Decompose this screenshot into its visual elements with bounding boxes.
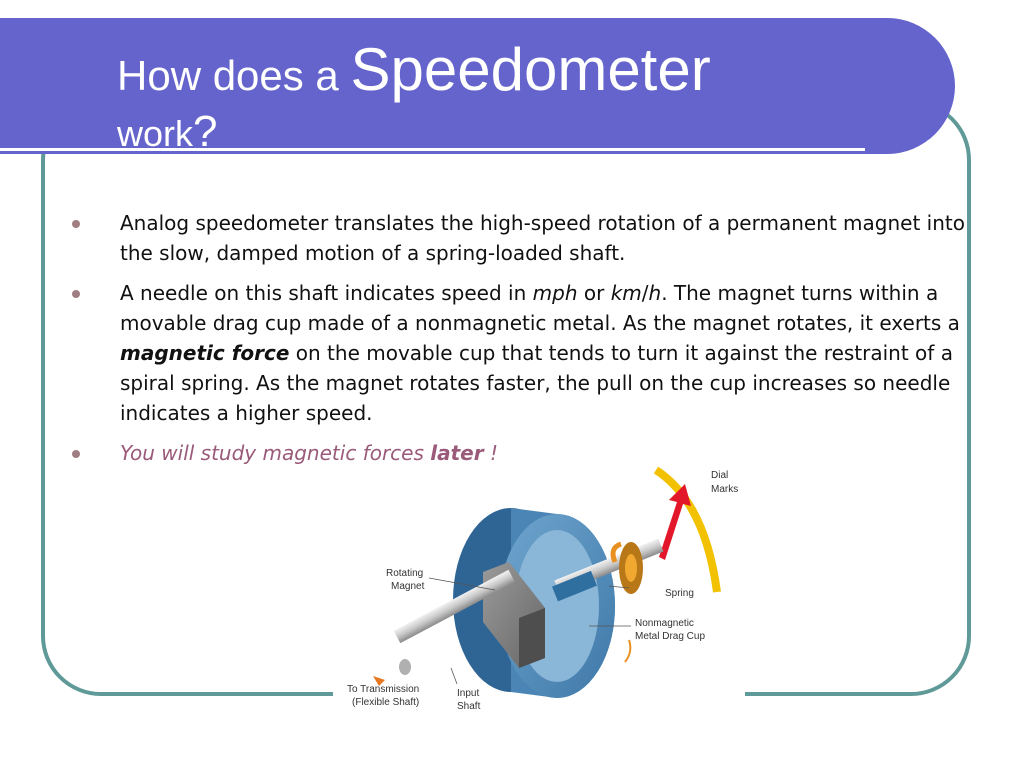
bullet-list: Analog speedometer translates the high-s… xyxy=(70,208,970,478)
input-shaft-label-1: Input xyxy=(457,688,479,699)
transmission-arrow-icon xyxy=(373,676,385,686)
dial-marks-arc xyxy=(653,466,721,593)
spring-leader-line xyxy=(608,585,630,589)
bullet-text-a: You will study magnetic forces xyxy=(120,441,431,465)
title-line-2: work? xyxy=(117,110,218,154)
input-shaft-end xyxy=(399,659,411,675)
speedometer-diagram: Dial Marks Rotating Magnet Spring Nonmag… xyxy=(333,462,745,716)
bullet-text-i: on the movable cup that tends to turn it… xyxy=(120,341,953,425)
title-line-1: How does a Speedometer xyxy=(117,40,711,100)
dial-marks-label-1: Dial xyxy=(711,470,728,481)
spring-label: Spring xyxy=(665,588,694,599)
bullet-text-c: ! xyxy=(483,441,498,465)
drag-cup-label-2: Metal Drag Cup xyxy=(635,631,705,642)
shaft-collar xyxy=(552,570,597,602)
rotating-magnet-label-1: Rotating xyxy=(386,568,423,579)
spring-inner xyxy=(625,554,637,582)
magnetic-force-term: magnetic force xyxy=(120,341,290,365)
title-part-3: work xyxy=(117,113,194,154)
speedometer-illustration: Dial Marks Rotating Magnet Spring Nonmag… xyxy=(347,466,738,712)
bullet-item: Analog speedometer translates the high-s… xyxy=(70,208,970,268)
bullet-dot xyxy=(72,290,80,298)
rotating-magnet-edge xyxy=(519,608,545,668)
bullet-dot xyxy=(72,220,80,228)
bullet-text-a: A needle on this shaft indicates speed i… xyxy=(120,281,533,305)
dial-marks-label-2: Marks xyxy=(711,484,738,495)
magnet-leader-line xyxy=(428,577,496,591)
title-banner xyxy=(0,18,955,154)
unit-km: km xyxy=(610,281,642,305)
to-transmission-label-1: To Transmission xyxy=(347,684,419,695)
spring-arrow xyxy=(610,541,622,563)
input-shaft-label-2: Shaft xyxy=(457,701,481,712)
bullet-text-c: or xyxy=(577,281,611,305)
unit-h: h xyxy=(648,281,662,305)
unit-slash: / xyxy=(641,281,649,305)
title-underline xyxy=(0,148,865,151)
title-part-4: ? xyxy=(193,107,218,156)
drag-cup-label-1: Nonmagnetic xyxy=(635,618,694,629)
to-transmission-label-2: (Flexible Shaft) xyxy=(352,697,419,708)
needle-arrow xyxy=(659,484,691,560)
later-term: later xyxy=(430,441,484,465)
shaft-leader-line xyxy=(450,667,458,685)
rotating-magnet-label-2: Magnet xyxy=(391,581,425,592)
bullet-item: You will study magnetic forces later ! xyxy=(70,438,970,468)
bullet-dot xyxy=(72,450,80,458)
unit-mph: mph xyxy=(532,281,578,305)
title-part-2: Speedometer xyxy=(350,36,711,103)
title-part-1: How does a xyxy=(117,52,351,99)
bullet-item: A needle on this shaft indicates speed i… xyxy=(70,278,970,428)
bullet-text-g: . The magnet turns within a movable drag… xyxy=(120,281,960,335)
cup-rotation-arrow-icon xyxy=(624,639,632,663)
bullet-text: Analog speedometer translates the high-s… xyxy=(120,211,965,265)
